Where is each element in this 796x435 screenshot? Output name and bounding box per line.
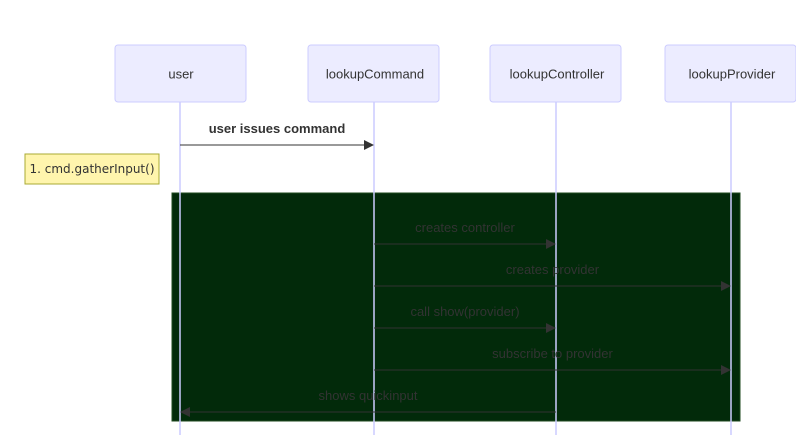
- actor-label: lookupProvider: [689, 67, 776, 82]
- actors: user lookupCommand lookupController lookupP…: [114, 44, 796, 103]
- actor-label: lookupController: [510, 67, 605, 82]
- actor-box: [489, 44, 622, 103]
- message-arrow: creates provider: [374, 262, 731, 291]
- actor-lookupController: lookupController: [489, 44, 622, 103]
- message-arrow: creates controller: [374, 220, 556, 249]
- note-box: [24, 153, 160, 185]
- message-arrow: user issues command: [180, 121, 374, 150]
- lifelines: [179, 102, 732, 435]
- actor-lookupCommand: lookupCommand: [307, 44, 440, 103]
- actor-label: lookupCommand: [326, 67, 424, 82]
- message-label: call show(provider): [410, 304, 519, 319]
- message-label: subscribe to provider: [492, 346, 613, 361]
- messages: user issues command creates controller cre…: [180, 121, 731, 417]
- message-arrow: subscribe to provider: [374, 346, 731, 375]
- actor-box: [664, 44, 796, 103]
- note-text: 1. cmd.gatherInput(): [29, 162, 154, 176]
- note: 1. cmd.gatherInput(): [24, 153, 160, 185]
- message-label: user issues command: [209, 121, 346, 136]
- message-arrow: call show(provider): [374, 304, 556, 333]
- actor-lookupProvider: lookupProvider: [664, 44, 796, 103]
- message-arrow: shows quickinput: [180, 388, 556, 417]
- actor-box: [114, 44, 247, 103]
- message-label: creates provider: [506, 262, 600, 277]
- actor-box: [307, 44, 440, 103]
- message-label: creates controller: [415, 220, 515, 235]
- highlight-region: [171, 192, 741, 422]
- actor-label: user: [168, 67, 194, 82]
- actor-user: user: [114, 44, 247, 103]
- message-label: shows quickinput: [319, 388, 418, 403]
